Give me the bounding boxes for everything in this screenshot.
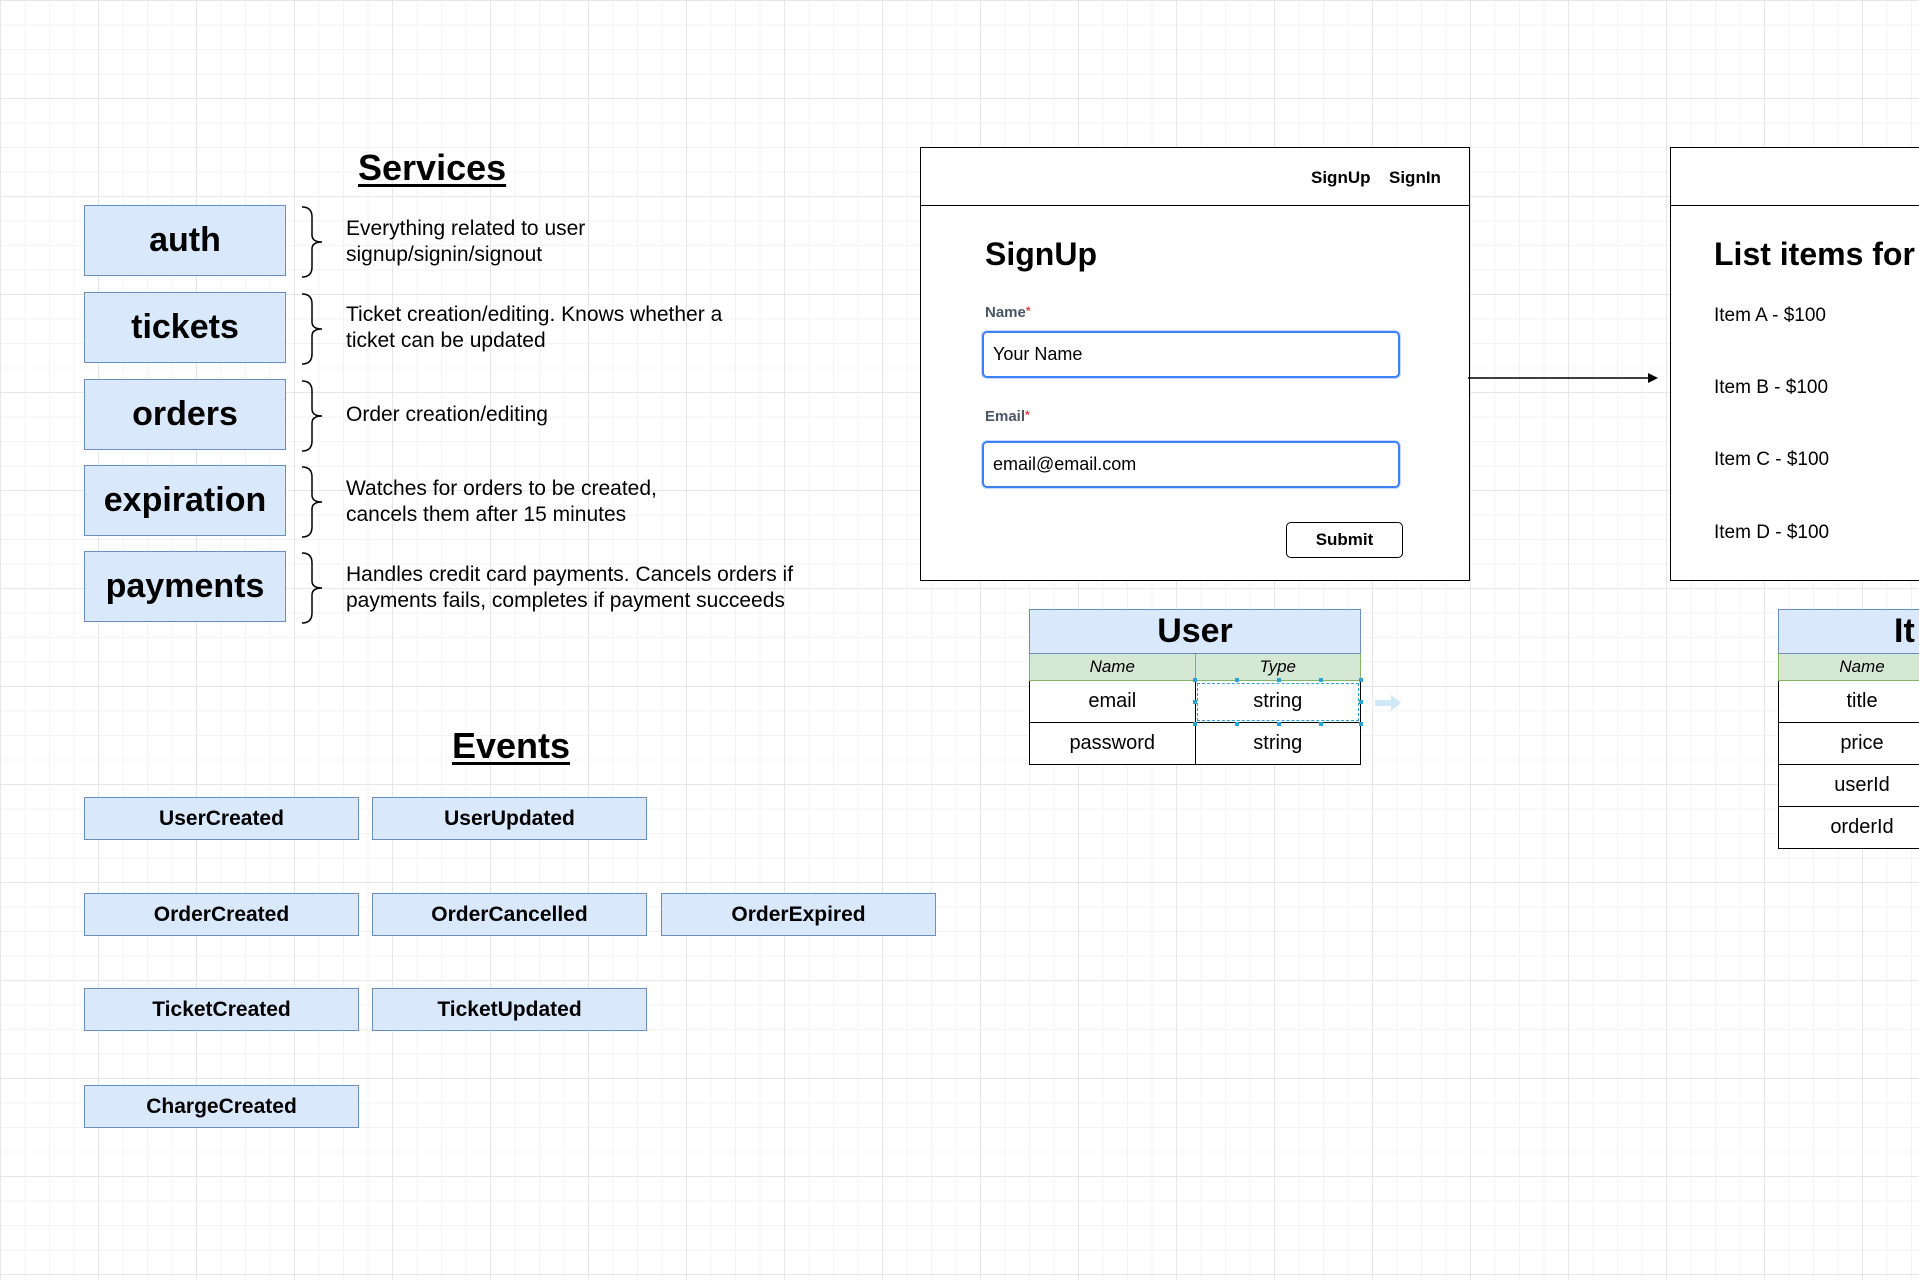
column-header-name: Name [1778, 653, 1919, 681]
table-cell[interactable]: string [1194, 680, 1361, 723]
user-table-title: User [1029, 609, 1361, 654]
table-row: title [1778, 680, 1919, 723]
name-field-label: Name* [985, 304, 1031, 321]
service-box-expiration[interactable]: expiration [84, 465, 286, 536]
event-box-user-created[interactable]: UserCreated [84, 797, 359, 840]
name-input[interactable] [982, 331, 1400, 378]
column-header-type: Type [1194, 653, 1361, 681]
mockup-header-bar: SignUp SignIn [921, 148, 1469, 206]
service-desc-auth: Everything related to user signup/signin… [346, 217, 586, 266]
event-box-order-created[interactable]: OrderCreated [84, 893, 359, 936]
service-desc-payments: Handles credit card payments. Cancels or… [346, 563, 794, 612]
list-item[interactable]: Item B - $100 [1714, 377, 1829, 398]
table-row: userId [1778, 764, 1919, 807]
item-table-clip: It Name title price userId orderId [1778, 609, 1919, 859]
table-row: password string [1029, 722, 1361, 765]
event-box-order-cancelled[interactable]: OrderCancelled [372, 893, 647, 936]
column-header-name: Name [1029, 653, 1196, 681]
events-heading: Events [452, 725, 571, 766]
list-mockup-clip: List items for Item A - $100 Item B - $1… [1670, 147, 1919, 583]
item-table: It Name title price userId orderId [1778, 609, 1919, 849]
table-cell[interactable]: email [1029, 680, 1196, 723]
service-desc-tickets: Ticket creation/editing. Knows whether a… [346, 303, 723, 352]
brace-expiration [301, 466, 323, 538]
required-asterisk: * [1025, 304, 1031, 318]
services-heading: Services [358, 147, 507, 188]
event-box-ticket-created[interactable]: TicketCreated [84, 988, 359, 1031]
table-cell[interactable]: title [1778, 680, 1919, 723]
table-cell[interactable]: price [1778, 722, 1919, 765]
submit-button[interactable]: Submit [1286, 522, 1403, 558]
event-box-user-updated[interactable]: UserUpdated [372, 797, 647, 840]
nav-signin-link[interactable]: SignIn [1389, 168, 1441, 187]
brace-auth [301, 206, 323, 278]
signup-form-title: SignUp [985, 236, 1097, 272]
table-cell[interactable]: orderId [1778, 806, 1919, 849]
table-cell[interactable]: string [1194, 722, 1361, 765]
service-box-tickets[interactable]: tickets [84, 292, 286, 363]
nav-signup-link[interactable]: SignUp [1311, 168, 1371, 187]
event-box-order-expired[interactable]: OrderExpired [661, 893, 936, 936]
list-mockup-title: List items for [1714, 236, 1915, 272]
email-field-label: Email* [985, 408, 1030, 425]
table-row: email string [1029, 680, 1361, 723]
flow-arrow [1468, 373, 1658, 383]
list-item[interactable]: Item C - $100 [1714, 449, 1830, 470]
list-item[interactable]: Item D - $100 [1714, 522, 1830, 543]
brace-tickets [301, 293, 323, 365]
service-box-orders[interactable]: orders [84, 379, 286, 450]
event-box-ticket-updated[interactable]: TicketUpdated [372, 988, 647, 1031]
event-box-charge-created[interactable]: ChargeCreated [84, 1085, 359, 1128]
required-asterisk: * [1025, 408, 1030, 422]
service-desc-expiration: Watches for orders to be created, cancel… [346, 477, 657, 526]
selection-handles [1193, 678, 1401, 726]
table-row: price [1778, 722, 1919, 765]
list-item[interactable]: Item A - $100 [1714, 305, 1826, 326]
connect-arrow-icon [1375, 695, 1401, 711]
brace-payments [301, 552, 323, 624]
list-mockup: List items for Item A - $100 Item B - $1… [1670, 147, 1919, 581]
brace-orders [301, 380, 323, 452]
table-cell[interactable]: userId [1778, 764, 1919, 807]
signup-mockup: SignUp SignIn SignUp Name* Email* Submit [920, 147, 1470, 581]
service-box-payments[interactable]: payments [84, 551, 286, 622]
user-table: User Name Type email string password str… [1029, 609, 1361, 765]
table-cell[interactable]: password [1029, 722, 1196, 765]
service-box-auth[interactable]: auth [84, 205, 286, 276]
service-desc-orders: Order creation/editing [346, 403, 548, 426]
email-input[interactable] [982, 441, 1400, 488]
table-row: orderId [1778, 806, 1919, 849]
list-mockup-header-bar [1671, 148, 1919, 206]
item-table-title: It [1778, 609, 1919, 654]
